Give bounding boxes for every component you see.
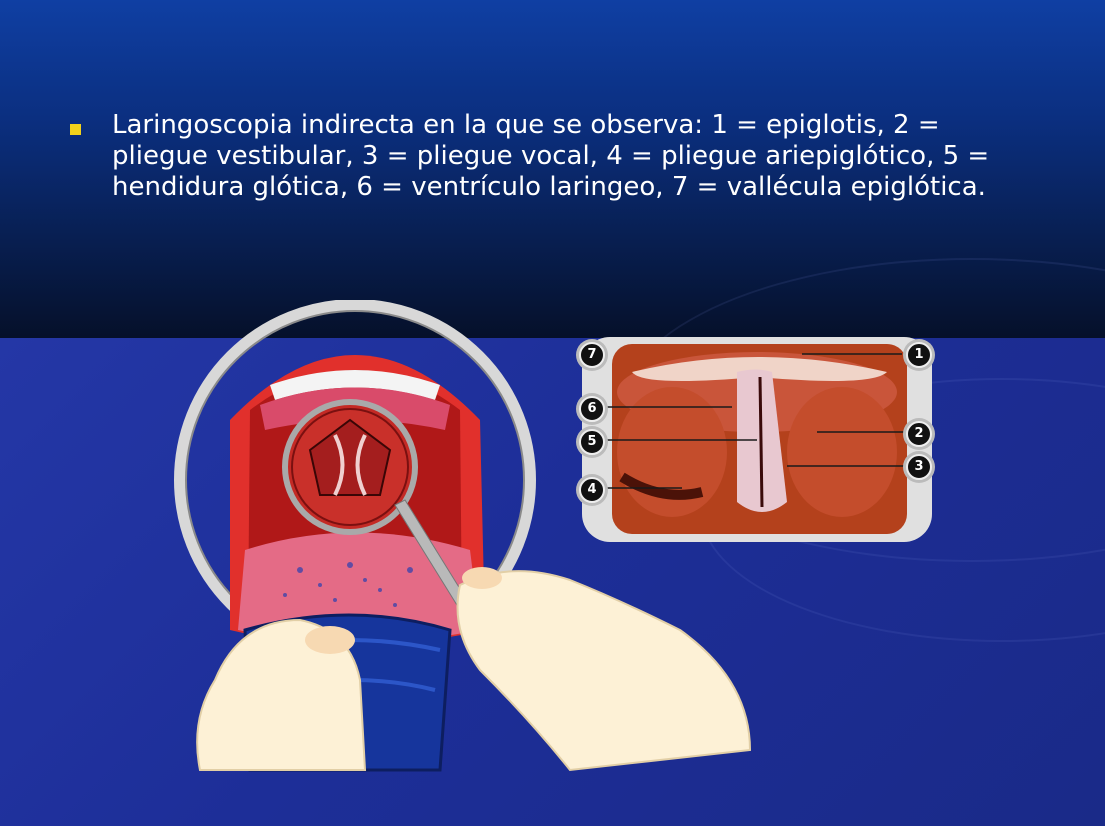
finger-nail bbox=[305, 626, 355, 654]
callout-7: 7 bbox=[579, 342, 605, 368]
callout-4: 4 bbox=[579, 477, 605, 503]
right-hand bbox=[458, 571, 751, 770]
right-fold bbox=[787, 387, 897, 517]
callout-3: 3 bbox=[906, 454, 932, 480]
callout-5: 5 bbox=[579, 429, 605, 455]
thumb-nail bbox=[462, 567, 502, 589]
callout-2: 2 bbox=[906, 421, 932, 447]
callout-6: 6 bbox=[579, 396, 605, 422]
bullet-text: Laringoscopia indirecta en la que se obs… bbox=[112, 110, 1042, 203]
bullet-marker bbox=[70, 124, 81, 135]
glottic-slit bbox=[760, 377, 762, 507]
callout-1: 1 bbox=[906, 342, 932, 368]
larynx-photo bbox=[572, 332, 942, 547]
